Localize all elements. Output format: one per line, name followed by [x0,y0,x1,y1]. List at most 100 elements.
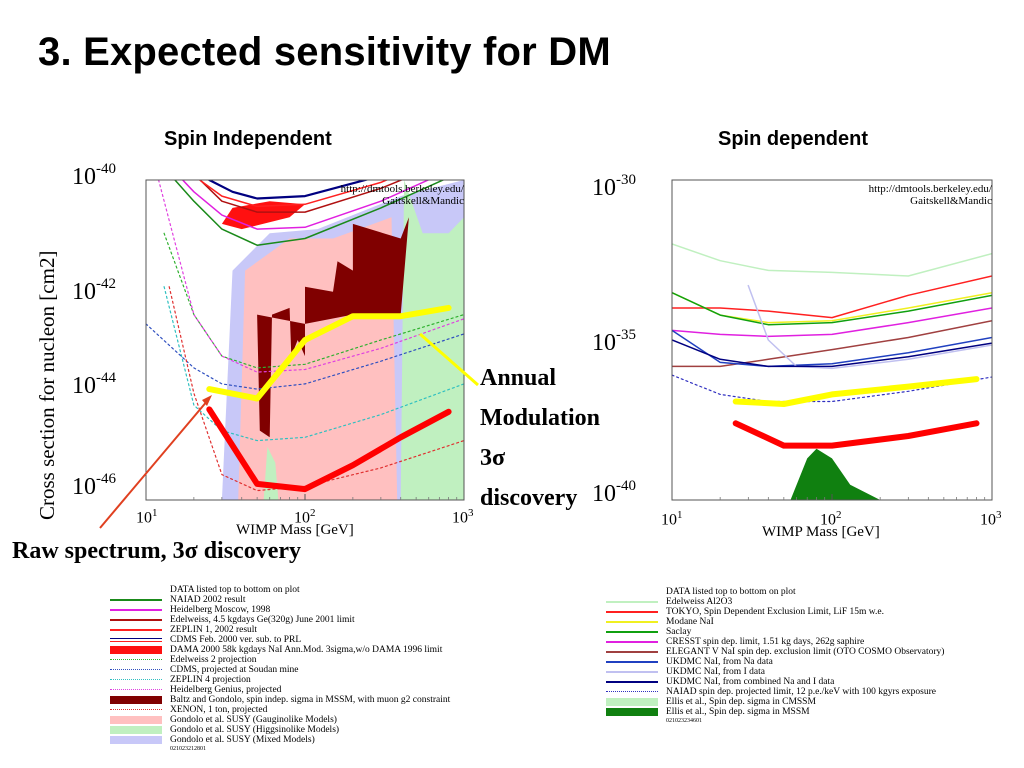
series-line-ukdmc-nai-from-na-data [672,329,992,368]
legend-item: Ellis et al., Spin dep. sigma in MSSM [606,707,944,717]
legend-swatch [606,617,658,627]
legend-label: Edelweiss Al2O3 [666,597,733,607]
series-line-annual-modulation-3-discovery [732,376,980,407]
legend-item: CRESST spin dep. limit, 1.51 kg days, 26… [606,637,944,647]
annotation-pointer-line [419,332,479,387]
legend-item: XENON, 1 ton, projected [110,705,450,715]
legend-item: Edelweiss, 4.5 kgdays Ge(320g) June 2001… [110,615,450,625]
legend-swatch [110,615,162,625]
legend-label: UKDMC NaI, from Na data [666,657,773,667]
legend-swatch [606,627,658,637]
y-tick-label: 10-44 [72,370,116,399]
x-tick-label: 103 [980,509,1002,529]
legend-label: UKDMC NaI, from combined Na and I data [666,677,835,687]
series-line-edelweiss-4-5-kgdays-ge-320g-june-2001-limit [199,180,404,213]
legend-label: UKDMC NaI, from I data [666,667,765,677]
x-tick-label: 102 [294,507,316,527]
series-line-cdms-projected-at-soudan-mine [146,323,464,390]
legend-swatch [110,605,162,615]
legend-swatch [606,657,658,667]
legend-swatch [110,705,162,715]
series-line-saclay [672,291,992,326]
legend-item: Gondolo et al. SUSY (Gauginolike Models) [110,715,450,725]
series-line-edelweiss-al2o3 [672,243,992,277]
legend-swatch [110,625,162,635]
legend-swatch [606,697,658,707]
legend-label: ZEPLIN 4 projection [170,675,251,685]
legend-item: ZEPLIN 4 projection [110,675,450,685]
legend-swatch [110,585,162,595]
legend-swatch [110,595,162,605]
series-line-naiad-2002-result [173,180,445,246]
series-line-cresst-spin-dep-limit-1-51-kg-days-262g-saphire [672,307,992,338]
legend-swatch [606,647,658,657]
plot-background [672,180,992,500]
plot-area [672,180,992,500]
legend-item: TOKYO, Spin Dependent Exclusion Limit, L… [606,607,944,617]
legend-swatch [110,635,162,645]
legend-swatch [110,685,162,695]
series-line-heidelberg-genius-projected [158,180,464,373]
legend-swatch [110,655,162,665]
legend-label: Saclay [666,627,692,637]
chart-title-spin-independent: Spin Independent [164,128,332,150]
plot-area [146,180,464,500]
legend-swatch [110,715,162,725]
legend-label: NAIAD spin dep. projected limit, 12 p.e.… [666,687,937,697]
y-tick-label: 10-40 [592,478,636,507]
legend-label: DATA listed top to bottom on plot [666,587,796,597]
legend-label: DAMA 2000 58k kgdays NaI Ann.Mod. 3sigma… [170,645,443,655]
legend-swatch [110,735,162,745]
legend-label: CDMS Feb. 2000 ver. sub. to PRL [170,635,302,645]
legend-swatch [606,707,658,717]
legend-item: Heidelberg Moscow, 1998 [110,605,450,615]
plot-credit: http://dmtools.berkeley.edu/Gaitskell&Ma… [868,183,992,207]
legend-swatch [606,677,658,687]
series-line-raw-spectrum-3-discovery [206,406,452,493]
series-line-zeplin-4-projection [163,286,464,442]
raw-spectrum-arrowhead [202,395,212,406]
legend-item: CDMS Feb. 2000 ver. sub. to PRL [110,635,450,645]
region-ellis-mssm [790,448,881,500]
legend-label: DATA listed top to bottom on plot [170,585,300,595]
series-line-elegant-v-nai-spin-dep-exclusion-limit-oto-cosmo-observatory [672,319,992,368]
legend-label: TOKYO, Spin Dependent Exclusion Limit, L… [666,607,884,617]
legend-swatch [606,597,658,607]
legend-item: ZEPLIN 1, 2002 result [110,625,450,635]
legend-label: Heidelberg Moscow, 1998 [170,605,271,615]
legend-label: Modane NaI [666,617,714,627]
legend-item: NAIAD spin dep. projected limit, 12 p.e.… [606,687,944,697]
legend-item: NAIAD 2002 result [110,595,450,605]
legend-item: Heidelberg Genius, projected [110,685,450,695]
legend-item: Gondolo et al. SUSY (Higgsinolike Models… [110,725,450,735]
legend-swatch [606,607,658,617]
region-baltz-gondolo [257,217,409,438]
region-higgsinolike-models [400,180,464,500]
legend-item: Modane NaI [606,617,944,627]
legend-label: ELEGANT V NaI spin dep. exclusion limit … [666,647,945,657]
x-tick-label: 101 [136,507,158,527]
y-tick-label: 10-30 [592,172,636,201]
legend-label: CDMS, projected at Soudan mine [170,665,299,675]
legend-label: Gondolo et al. SUSY (Gauginolike Models) [170,715,337,725]
legend-item: UKDMC NaI, from Na data [606,657,944,667]
y-tick-label: 10-46 [72,471,116,500]
legend-item: DATA listed top to bottom on plot [110,585,450,595]
raw-spectrum-arrow [99,399,209,529]
series-line-cdms-feb-2000-ver-sub-to-prl [207,180,370,200]
legend-item: UKDMC NaI, from combined Na and I data [606,677,944,687]
plot-credit: http://dmtools.berkeley.edu/Gaitskell&Ma… [340,183,464,207]
legend-swatch [110,695,162,705]
series-line-heidelberg-moscow-1998 [181,180,430,230]
raw-spectrum-annotation: Raw spectrum, 3σ discovery [12,538,302,564]
legend-swatch [110,675,162,685]
legend-item: ELEGANT V NaI spin dep. exclusion limit … [606,647,944,657]
series-line-raw-spectrum-3-discovery [732,420,980,449]
legend-label: Heidelberg Genius, projected [170,685,282,695]
legend-item: Saclay [606,627,944,637]
y-tick-label: 10-35 [592,327,636,356]
series-line-ukdmc-nai-from-combined-na-and-i-data [672,339,992,368]
